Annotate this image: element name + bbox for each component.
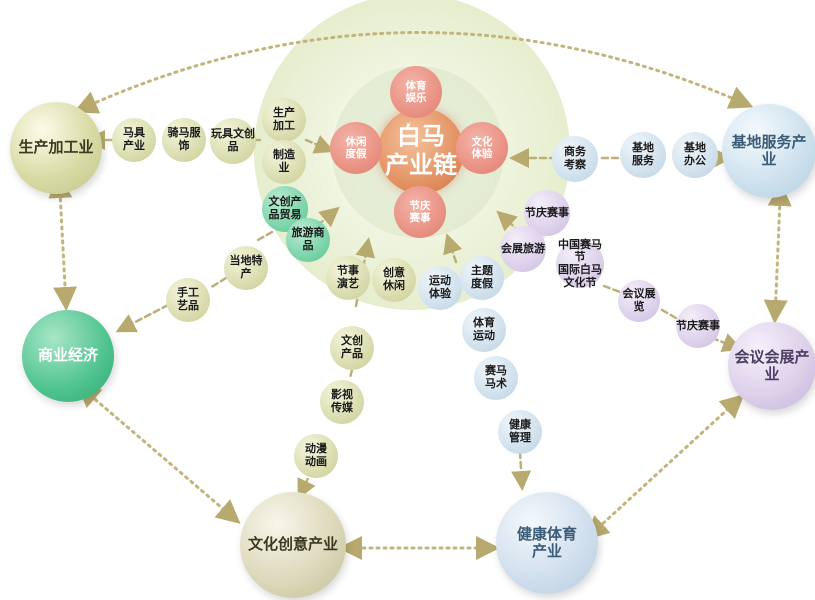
link-base-exhibition <box>763 182 792 324</box>
label-white-horse-culture-fest: 国际白马文化节 <box>558 263 602 289</box>
petal-right: 文化体验 <box>456 122 508 174</box>
industry-production: 生产加工业 <box>10 102 102 194</box>
node-business-visit: 商务考察 <box>552 136 598 182</box>
center-title-line2: 产业链 <box>385 151 457 179</box>
node-saddlery: 马具产业 <box>112 118 156 162</box>
node-china-horse-race-festival: 中国赛马节 国际白马文化节 <box>556 237 604 289</box>
node-toys-crafts: 玩具文创品 <box>210 118 256 164</box>
node-health-management: 健康管理 <box>498 410 542 454</box>
center-title-line1: 白马 <box>397 122 445 151</box>
industry-exhibition: 会议会展产业 <box>728 322 815 410</box>
industry-culture: 文化创意产业 <box>240 492 346 598</box>
node-tourist-goods: 旅游商品 <box>286 218 330 262</box>
node-riding-apparel: 骑马服饰 <box>162 118 206 162</box>
industry-health: 健康体育产业 <box>496 492 598 594</box>
industry-commerce: 商业经济 <box>22 310 114 402</box>
node-conference-exhibition: 会议展览 <box>618 280 660 322</box>
center-bubble: 白马 产业链 <box>378 108 464 194</box>
node-exhibition-tourism: 会展旅游 <box>500 226 546 272</box>
node-equestrian: 赛马马术 <box>474 356 518 400</box>
node-festival-events-2: 节庆赛事 <box>676 304 720 348</box>
label-china-horse-race: 中国赛马节 <box>558 237 602 264</box>
link-commerce-culture <box>76 383 241 524</box>
node-base-service: 基地服务 <box>620 132 666 178</box>
link-production-base <box>73 31 754 114</box>
node-base-office: 基地办公 <box>672 132 718 178</box>
link-production-commerce <box>48 174 78 311</box>
node-processing: 生产加工 <box>262 98 306 142</box>
industry-base-service: 基地服务产业 <box>722 104 815 198</box>
node-creative-products: 文创产品 <box>330 326 374 370</box>
petal-bottom: 节庆赛事 <box>394 186 446 238</box>
node-animation: 动漫动画 <box>294 434 338 478</box>
node-handicrafts: 手工艺品 <box>166 278 210 322</box>
node-local-specialty: 当地特产 <box>224 246 268 290</box>
node-sports: 体育运动 <box>462 308 506 352</box>
node-film-media: 影视传媒 <box>320 380 364 424</box>
node-manufacturing: 制造业 <box>262 140 306 184</box>
petal-left: 休闲度假 <box>330 122 382 174</box>
link-health-exhibition <box>584 393 745 541</box>
node-festival-performance: 节事演艺 <box>326 256 370 300</box>
node-creative-leisure: 创意休闲 <box>372 258 416 302</box>
petal-top: 体育娱乐 <box>390 66 442 118</box>
node-theme-resort: 主题度假 <box>460 256 504 300</box>
node-sports-experience: 运动体验 <box>418 266 462 310</box>
